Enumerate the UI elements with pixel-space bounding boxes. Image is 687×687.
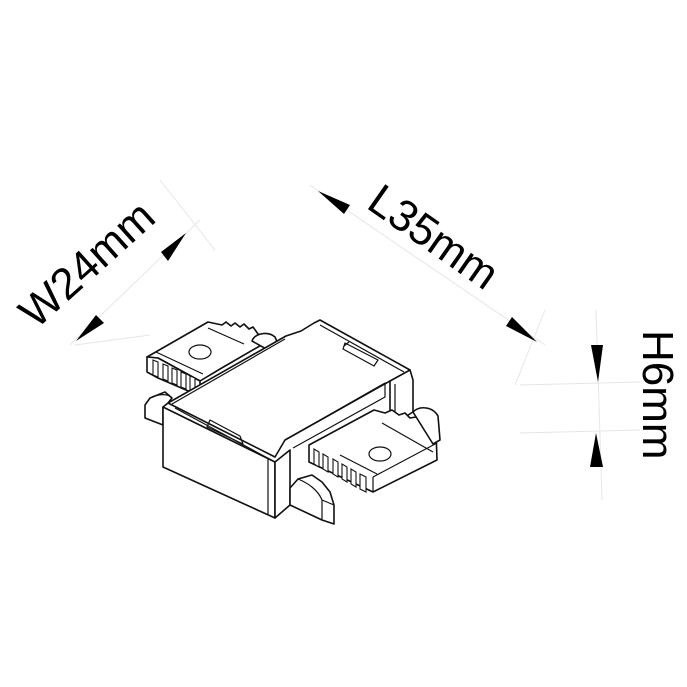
top-left-strip-clip: [146, 321, 279, 397]
arrow-down-icon: [591, 345, 603, 382]
arrow-down-right-icon: [506, 317, 537, 342]
width-dimension: W24mm: [10, 191, 186, 341]
width-label: W24mm: [10, 191, 165, 337]
main-housing: [162, 319, 414, 519]
height-label: H6mm: [633, 330, 682, 460]
arrow-up-right-icon: [161, 233, 186, 261]
arrow-up-left-icon: [318, 191, 350, 214]
arrow-up-icon: [590, 433, 603, 467]
length-label: L35mm: [359, 175, 507, 299]
connector-body: [144, 319, 441, 525]
arrow-down-left-icon: [76, 315, 104, 341]
bottom-latch: [289, 474, 335, 525]
bottom-right-strip-clip: [308, 407, 441, 493]
height-dimension: H6mm: [590, 330, 682, 467]
